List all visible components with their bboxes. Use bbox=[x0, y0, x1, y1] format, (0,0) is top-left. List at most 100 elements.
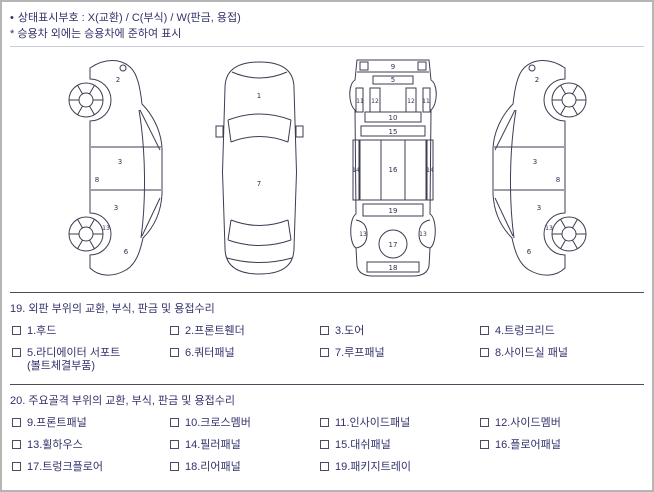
car-body-detail-lines bbox=[90, 109, 161, 239]
checklist-item-10: 10.크로스멤버 bbox=[170, 417, 320, 430]
checkbox-item-9[interactable] bbox=[12, 418, 21, 427]
checklist-item-16: 16.플로어패널 bbox=[480, 439, 644, 452]
part-number-label: 17 bbox=[388, 241, 397, 249]
status-code-legend: 상태표시부호 : X(교환) / C(부식) / W(판금, 용접) bbox=[17, 12, 241, 24]
wheel-icon bbox=[68, 82, 103, 118]
item-label: 17.트렁크플로어 bbox=[27, 461, 104, 473]
item-label: 13.휠하우스 bbox=[27, 439, 83, 451]
item-sublabel: (볼트체결부품) bbox=[27, 360, 96, 372]
checklist-item-2: 2.프론트휀더 bbox=[170, 325, 320, 338]
checklist-item-4: 4.트렁크리드 bbox=[480, 325, 644, 338]
wheel-icon bbox=[551, 82, 586, 118]
checkbox-item-3[interactable] bbox=[320, 326, 329, 335]
front-corner-box bbox=[359, 61, 368, 71]
checklist-item-3: 3.도어 bbox=[320, 325, 480, 338]
item-label: 3.도어 bbox=[335, 325, 365, 337]
part-number-label: 6 bbox=[123, 248, 128, 256]
car-diagrams: 2 3 3 8 13 6 1 7 bbox=[10, 47, 644, 287]
section-19-items: 1.후드 2.프론트휀더 3.도어 4.트렁크리드 5.라디에이터 서포트(볼트… bbox=[10, 325, 644, 373]
part-number-label: 13 bbox=[359, 231, 367, 238]
part-number-label: 15 bbox=[388, 128, 397, 136]
part-number-label: 7 bbox=[256, 180, 260, 188]
part-number-label: 16 bbox=[388, 166, 397, 174]
item-label: 11.인사이드패널 bbox=[335, 417, 411, 429]
item-label: 5.라디에이터 서포트(볼트체결부품) bbox=[27, 347, 120, 373]
section-19-title: 19. 외판 부위의 교환, 부식, 판금 및 용접수리 bbox=[10, 303, 215, 315]
item-label-text: 5.라디에이터 서포트 bbox=[27, 347, 121, 359]
part-number-label: 3 bbox=[532, 158, 536, 166]
car-body-outline bbox=[221, 61, 297, 275]
checkbox-item-6[interactable] bbox=[170, 348, 179, 357]
part-number-label: 2 bbox=[115, 76, 119, 84]
item-label: 15.대쉬패널 bbox=[335, 439, 391, 451]
checkbox-item-19[interactable] bbox=[320, 462, 329, 471]
checkbox-item-12[interactable] bbox=[480, 418, 489, 427]
package-tray-band bbox=[362, 203, 423, 217]
checkbox-item-8[interactable] bbox=[480, 348, 489, 357]
checkbox-item-11[interactable] bbox=[320, 418, 329, 427]
part-number-label: 3 bbox=[536, 204, 540, 212]
checklist-item-18: 18.리어패널 bbox=[170, 461, 320, 474]
part-number-label: 14 bbox=[426, 167, 434, 174]
section-20-title: 20. 주요골격 부위의 교환, 부식, 판금 및 용접수리 bbox=[10, 395, 235, 407]
part-number-label: 1 bbox=[256, 92, 260, 100]
checkbox-item-7[interactable] bbox=[320, 348, 329, 357]
dash-panel-band bbox=[360, 125, 425, 137]
item-label: 8.사이드실 패널 bbox=[495, 347, 568, 359]
item-label: 2.프론트휀더 bbox=[185, 325, 245, 337]
checklist-item-7: 7.루프패널 bbox=[320, 347, 480, 373]
checkbox-item-18[interactable] bbox=[170, 462, 179, 471]
checkbox-item-1[interactable] bbox=[12, 326, 21, 335]
checklist-item-6: 6.쿼터패널 bbox=[170, 347, 320, 373]
item-label: 9.프론트패널 bbox=[27, 417, 87, 429]
checklist-item-5: 5.라디에이터 서포트(볼트체결부품) bbox=[12, 347, 170, 373]
checklist-item-14: 14.필러패널 bbox=[170, 439, 320, 452]
pillar-strip bbox=[352, 139, 359, 201]
part-number-label: 13 bbox=[102, 225, 110, 232]
pillar-strip bbox=[426, 139, 433, 201]
item-label: 1.후드 bbox=[27, 325, 57, 337]
item-label: 4.트렁크리드 bbox=[495, 325, 555, 337]
front-corner-box bbox=[417, 61, 426, 71]
separator-line bbox=[10, 384, 644, 385]
car-body-detail-lines bbox=[493, 109, 564, 239]
part-number-label: 3 bbox=[113, 204, 117, 212]
part-number-label: 18 bbox=[388, 264, 397, 272]
checkbox-item-15[interactable] bbox=[320, 440, 329, 449]
item-label: 16.플로어패널 bbox=[495, 439, 561, 451]
side-mirror-icon bbox=[215, 125, 223, 138]
part-number-label: 8 bbox=[94, 176, 98, 184]
part-number-label: 5 bbox=[390, 76, 394, 84]
part-number-label: 12 bbox=[407, 98, 415, 105]
part-number-label: 11 bbox=[356, 98, 364, 105]
checkbox-item-4[interactable] bbox=[480, 326, 489, 335]
checkbox-item-16[interactable] bbox=[480, 440, 489, 449]
checklist-item-12: 12.사이드멤버 bbox=[480, 417, 644, 430]
checkbox-item-5[interactable] bbox=[12, 348, 21, 357]
checkbox-item-2[interactable] bbox=[170, 326, 179, 335]
item-label: 6.쿼터패널 bbox=[185, 347, 235, 359]
item-label: 10.크로스멤버 bbox=[185, 417, 251, 429]
item-label: 7.루프패널 bbox=[335, 347, 385, 359]
checklist-item-19: 19.패키지트레이 bbox=[320, 461, 480, 474]
part-number-label: 14 bbox=[352, 167, 360, 174]
wheel-icon bbox=[551, 216, 586, 252]
diagram-top-view-frame: 9 5 11 12 12 11 10 15 16 14 14 19 13 13 … bbox=[348, 59, 437, 277]
checklist-item-13: 13.휠하우스 bbox=[12, 439, 170, 452]
part-number-label: 12 bbox=[371, 98, 379, 105]
part-number-label: 19 bbox=[388, 207, 397, 215]
checklist-item-8: 8.사이드실 패널 bbox=[480, 347, 644, 373]
checkbox-item-14[interactable] bbox=[170, 440, 179, 449]
item-label: 12.사이드멤버 bbox=[495, 417, 561, 429]
checkbox-item-17[interactable] bbox=[12, 462, 21, 471]
checklist-item-1: 1.후드 bbox=[12, 325, 170, 338]
checklist-item-15: 15.대쉬패널 bbox=[320, 439, 480, 452]
rear-panel-band bbox=[366, 261, 419, 273]
checkbox-item-13[interactable] bbox=[12, 440, 21, 449]
checkbox-item-10[interactable] bbox=[170, 418, 179, 427]
separator-line bbox=[10, 292, 644, 293]
separator-line bbox=[10, 46, 644, 47]
crossmember-band bbox=[364, 111, 421, 123]
checklist-item-17: 17.트렁크플로어 bbox=[12, 461, 170, 474]
